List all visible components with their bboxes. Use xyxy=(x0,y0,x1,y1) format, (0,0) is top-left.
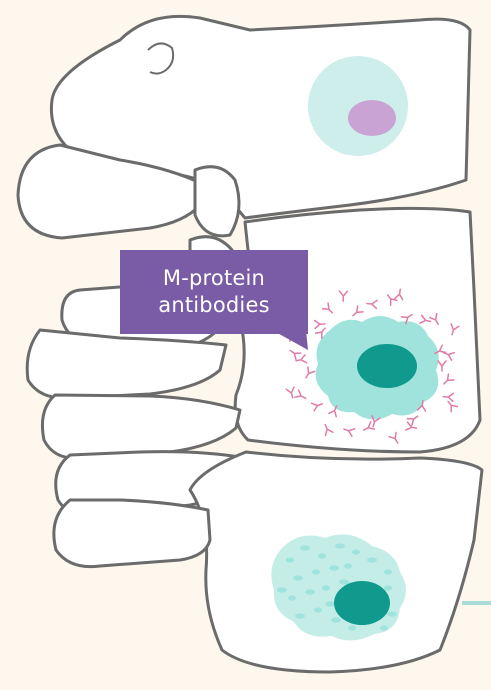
callout-line2: antibodies xyxy=(158,292,269,319)
cell-spot xyxy=(384,569,392,574)
cell-spot xyxy=(322,585,330,590)
cell-spot xyxy=(293,575,303,580)
cell-spot xyxy=(314,607,322,612)
cell-spot xyxy=(367,557,377,562)
cell-spot xyxy=(295,613,305,618)
cell-spot xyxy=(277,587,287,592)
cell-spot xyxy=(352,549,360,554)
cell-spot xyxy=(288,595,296,600)
spinous-process-bottom xyxy=(54,500,210,567)
cell-spot xyxy=(329,565,339,570)
cell-spot xyxy=(331,617,341,622)
cell-spot xyxy=(286,557,294,562)
cell-spot xyxy=(380,625,388,630)
cell-spot xyxy=(305,589,315,594)
cell-spot xyxy=(300,545,310,550)
cell-spot xyxy=(348,625,356,630)
callout-line1: M-protein xyxy=(163,265,265,292)
cell-spot xyxy=(339,579,349,584)
cell-spot xyxy=(384,585,392,590)
cell-spot xyxy=(344,563,352,568)
normal-plasma-cell xyxy=(308,56,408,156)
cell-spot xyxy=(387,611,397,616)
antibody-callout: M-protein antibodies xyxy=(120,250,308,334)
myeloma-cell xyxy=(316,316,439,420)
cell-spot xyxy=(325,601,335,606)
cell-spot xyxy=(335,543,345,548)
cell-spot xyxy=(312,569,320,574)
facet-top xyxy=(195,167,239,236)
cell-spot xyxy=(318,553,326,558)
